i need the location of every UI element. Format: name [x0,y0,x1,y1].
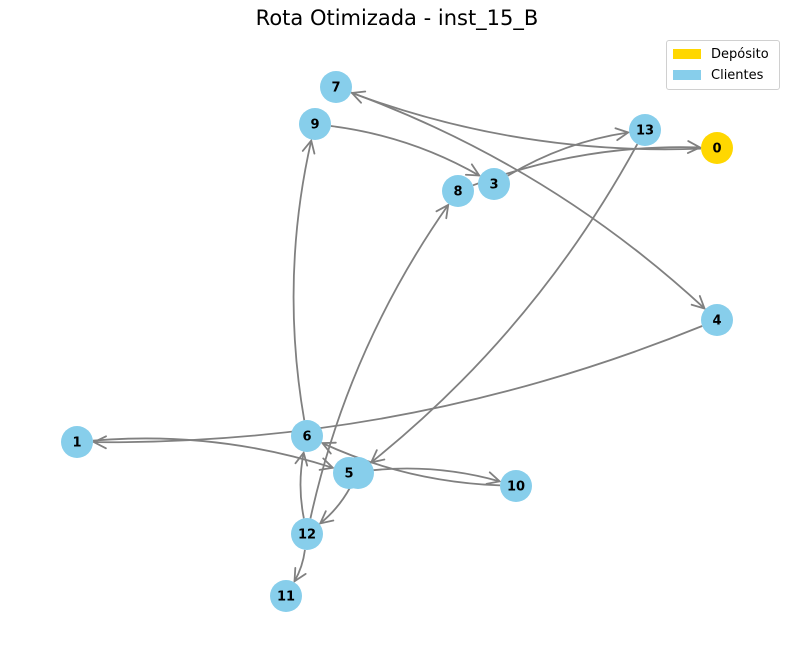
arrowhead-13-to-2 [369,449,386,464]
edge-6-to-9 [292,140,313,421]
legend-swatch-depot [673,49,701,59]
arrowhead-8-to-0 [686,140,703,154]
node-9: 9 [299,108,331,140]
node-12: 12 [291,518,323,550]
legend-item-clients: Clientes [673,66,763,84]
node-label: 9 [310,118,319,133]
edge-3-to-13 [507,131,629,177]
arrowhead-2-to-12 [318,510,335,525]
node-10: 10 [500,470,532,502]
node-label: 0 [712,142,721,157]
node-label: 7 [331,81,340,96]
legend-swatch-clients [673,70,701,80]
client-marker [61,426,93,458]
client-marker [500,470,532,502]
node-label: 13 [636,124,654,139]
client-marker [333,457,365,489]
node-label: 4 [712,314,721,329]
legend: Depósito Clientes [666,40,780,90]
depot-marker [701,132,733,164]
arrowhead-1-to-5 [318,457,335,471]
node-8: 8 [442,175,474,207]
client-marker [270,580,302,612]
client-marker [320,71,352,103]
client-marker [629,114,661,146]
edge-13-to-2 [370,143,639,464]
node-label: 12 [298,528,316,543]
node-1: 1 [61,426,93,458]
edge-12-to-11 [293,549,306,582]
arrowhead-6-to-9 [301,138,316,155]
arrowhead-3-to-13 [614,127,631,142]
arrowhead-12-to-8 [435,203,450,220]
edge-0-to-7 [351,92,702,151]
edges-layer [91,90,706,584]
node-11: 11 [270,580,302,612]
edge-4-to-1 [93,325,703,444]
node-label: 6 [302,430,311,445]
node-label: 11 [277,590,295,605]
arrowhead-5-to-10 [485,471,502,485]
edge-1-to-5 [92,437,334,469]
client-marker [478,168,510,200]
node-label: 3 [489,178,498,193]
arrowhead-12-to-11 [293,566,307,584]
arrowhead-4-to-1 [91,435,107,450]
arrowhead-9-to-3 [464,163,481,177]
node-5: 5 [333,457,365,489]
client-marker [701,304,733,336]
node-0: 0 [701,132,733,164]
node-6: 6 [291,420,323,452]
chart-title: Rota Otimizada - inst_15_B [255,6,539,30]
node-13: 13 [629,114,661,146]
client-marker [291,420,323,452]
edge-12-to-6 [299,452,305,519]
node-4: 4 [701,304,733,336]
arrowhead-12-to-6 [294,450,309,467]
node-label: 5 [344,467,353,482]
node-label: 1 [72,436,81,451]
client-marker [442,175,474,207]
edge-12-to-8 [309,204,449,519]
node-label: 8 [453,185,462,200]
node-label: 10 [507,480,525,495]
edge-10-to-6 [322,442,501,487]
legend-item-depot: Depósito [673,45,769,63]
edge-2-to-12 [319,486,352,525]
client-marker [299,108,331,140]
nodes-layer: 012345678910111213 [61,71,733,612]
edge-9-to-3 [330,125,480,177]
client-marker [291,518,323,550]
edge-7-to-4 [350,91,706,310]
legend-label-depot: Depósito [711,46,769,62]
node-3: 3 [478,168,510,200]
arrowhead-7-to-4 [690,295,706,310]
legend-label-clients: Clientes [711,67,764,83]
edge-5-to-10 [364,467,500,483]
node-7: 7 [320,71,352,103]
